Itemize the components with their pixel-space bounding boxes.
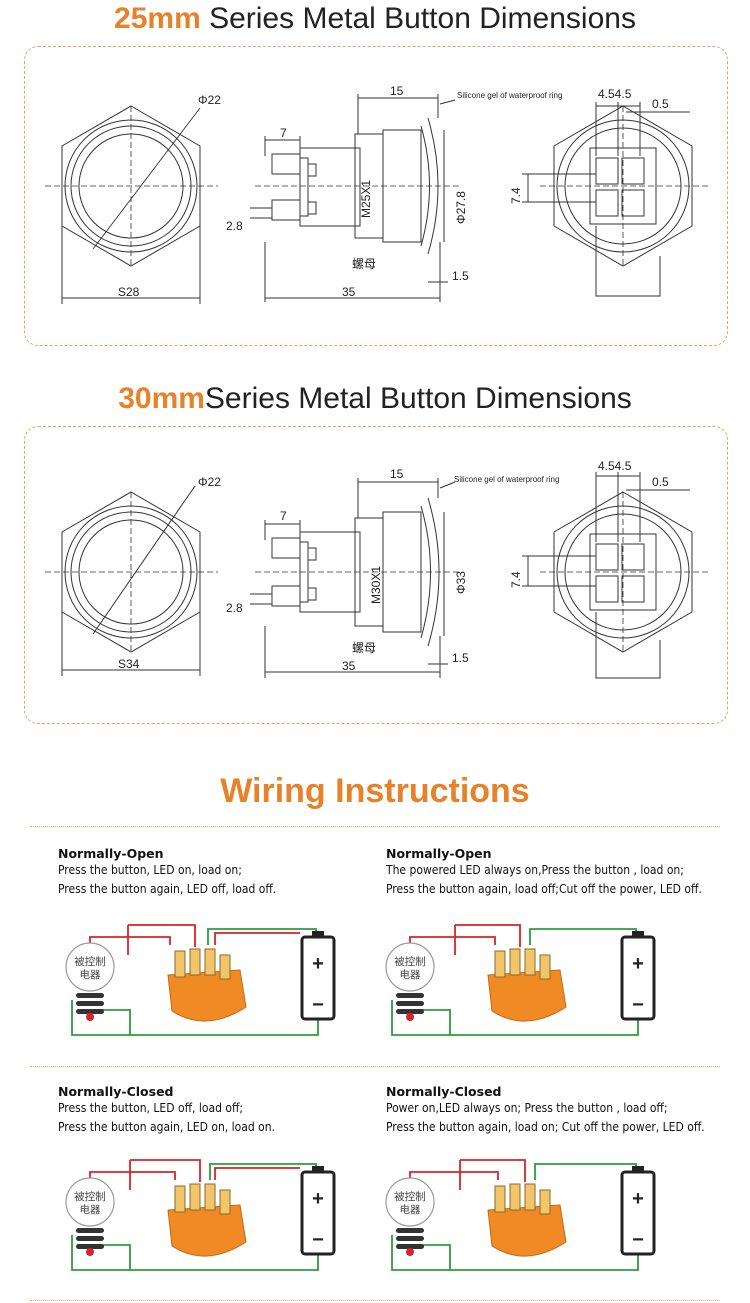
label-phi-outer: Φ27.8: [454, 191, 468, 224]
wiring-block-head: Normally-Closed: [386, 1084, 502, 1099]
label-7: 7: [280, 126, 287, 140]
label-phi22: Φ22: [198, 475, 221, 489]
battery-icon: + −: [300, 1166, 336, 1256]
divider: [30, 1066, 720, 1067]
switch-body: [167, 948, 247, 1022]
label-2-8: 2.8: [226, 601, 243, 615]
wiring-block: Normally-Open The powered LED always on,…: [386, 846, 716, 899]
lamp-label: 电器: [400, 968, 421, 981]
wiring-block-line: Press the button again, load off;Cut off…: [386, 882, 702, 896]
lamp-label: 被控制: [74, 1190, 106, 1203]
lamp-label: 电器: [80, 1203, 101, 1216]
minus-sign: −: [632, 1229, 644, 1251]
battery-icon: + −: [300, 931, 336, 1021]
wiring-block-line: Power on,LED always on; Press the button…: [386, 1101, 668, 1115]
label-15: 15: [390, 467, 404, 481]
wiring-block-line: The powered LED always on,Press the butt…: [386, 863, 684, 877]
wiring-block-line: Press the button, LED off, load off;: [58, 1101, 244, 1115]
label-7-4: 7.4: [509, 187, 523, 204]
title-size: 25mm: [114, 2, 201, 35]
label-1-5: 1.5: [452, 651, 469, 665]
label-0-5: 0.5: [652, 475, 669, 489]
title-rest: Series Metal Button Dimensions: [200, 2, 636, 35]
plus-sign: +: [632, 1188, 644, 1210]
title-size: 30mm: [118, 382, 205, 415]
label-15: 15: [390, 84, 404, 98]
title-30mm: 30mmSeries Metal Button Dimensions: [0, 382, 750, 416]
label-7: 7: [280, 509, 287, 523]
divider: [30, 1300, 720, 1301]
wiring-diagram-no-1: 被控制 电器 + −: [65, 924, 336, 1036]
wiring-block: Normally-Open Press the button, LED on, …: [58, 846, 388, 899]
battery-icon: + −: [620, 1166, 656, 1256]
label-ring-note: Silicone gel of waterproof ring: [454, 475, 559, 484]
label-thread: M30X1: [369, 566, 383, 604]
switch-body: [167, 1183, 247, 1257]
label-7-4: 7.4: [509, 571, 523, 588]
wiring-block-line: Press the button again, LED off, load of…: [58, 882, 277, 896]
wiring-diagram-nc-1: 被控制 电器 + −: [65, 1159, 336, 1271]
label-phi22: Φ22: [198, 93, 221, 107]
title-rest: Series Metal Button Dimensions: [204, 382, 632, 415]
label-nut: 螺母: [352, 641, 376, 655]
label-1-5: 1.5: [452, 269, 469, 283]
wiring-block: Normally-Closed Press the button, LED of…: [58, 1084, 388, 1137]
label-s: S34: [118, 657, 140, 671]
label-ring-note: Silicone gel of waterproof ring: [457, 91, 562, 100]
label-2-8: 2.8: [226, 219, 243, 233]
label-4545: 4.54.5: [598, 87, 632, 101]
switch-body: [487, 948, 567, 1022]
plus-sign: +: [312, 1188, 324, 1210]
minus-sign: −: [312, 994, 324, 1016]
wiring-block-line: Press the button, LED on, load on;: [58, 863, 242, 877]
label-thread: M25X1: [359, 180, 373, 218]
label-35: 35: [342, 285, 356, 299]
label-phi-outer: Φ33: [454, 571, 468, 594]
dimension-drawing-30mm: Φ22 S34 15 7 2.8 35 1.5 M30X1 Φ33 Silico…: [45, 459, 710, 679]
wiring-block-head: Normally-Closed: [58, 1084, 174, 1099]
lamp-label: 被控制: [394, 1190, 426, 1203]
label-0-5: 0.5: [652, 97, 669, 111]
plus-sign: +: [632, 953, 644, 975]
wiring-diagram-no-2: 被控制 电器 + −: [385, 924, 656, 1036]
dimension-panel-30mm: [24, 426, 728, 724]
battery-icon: + −: [620, 931, 656, 1021]
label-4545: 4.54.5: [598, 459, 632, 473]
lamp-label: 被控制: [74, 955, 106, 968]
dimension-panel-25mm: [24, 46, 728, 346]
wiring-block: Normally-Closed Power on,LED always on; …: [386, 1084, 716, 1137]
label-nut: 螺母: [352, 257, 376, 271]
lamp-label: 被控制: [394, 955, 426, 968]
label-s: S28: [118, 285, 140, 299]
dimension-drawing-25mm: Φ22 S28 15 7 2.8 35 1.5 M25X1 Φ27.8 Sili…: [45, 84, 710, 304]
divider: [30, 826, 720, 827]
wiring-block-head: Normally-Open: [386, 846, 492, 861]
wiring-diagram-nc-2: 被控制 电器 + −: [385, 1159, 656, 1271]
lamp-label: 电器: [400, 1203, 421, 1216]
plus-sign: +: [312, 953, 324, 975]
hex-outline: [61, 105, 201, 267]
wiring-block-head: Normally-Open: [58, 846, 164, 861]
wiring-block-line: Press the button again, LED on, load on.: [58, 1120, 276, 1134]
title-25mm: 25mm Series Metal Button Dimensions: [0, 2, 750, 36]
wiring-block-line: Press the button again, load on; Cut off…: [386, 1120, 705, 1134]
switch-body: [487, 1183, 567, 1257]
lamp-label: 电器: [80, 968, 101, 981]
label-35: 35: [342, 659, 356, 673]
minus-sign: −: [632, 994, 644, 1016]
minus-sign: −: [312, 1229, 324, 1251]
wiring-title: Wiring Instructions: [220, 772, 530, 810]
